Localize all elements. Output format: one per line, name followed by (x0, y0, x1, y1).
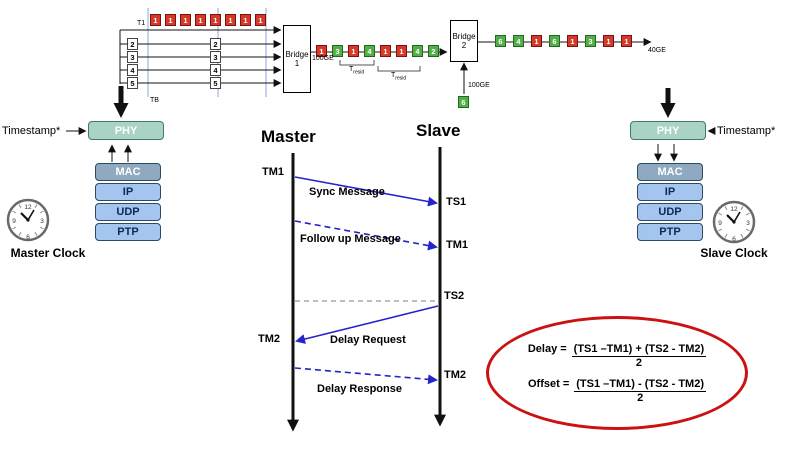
clock-numeral: 6 (732, 236, 736, 243)
layer-mac: MAC (95, 163, 161, 181)
layer-ip: IP (637, 183, 703, 201)
port-packet: 5 (127, 77, 138, 89)
master-timestamp-label: Timestamp* (2, 125, 61, 137)
delay-denominator: 2 (635, 356, 642, 369)
t1-label: T1 (137, 20, 146, 27)
packet: 3 (332, 45, 343, 57)
formula-ellipse: Delay = (TS1 –TM1) + (TS2 - TM2) 2 Offse… (486, 316, 748, 430)
layer-ptp: PTP (95, 223, 161, 241)
master-clock-icon: 12 3 6 9 (6, 198, 50, 242)
bridge-2: Bridge 2 (450, 20, 478, 62)
port6-packet: 6 (458, 96, 469, 108)
master-protocol-stack: MAC IP UDP PTP (95, 163, 161, 241)
link-speed-label-100ge-b: 100GE (468, 82, 490, 89)
followup-message-label: Follow up Message (300, 233, 401, 245)
tm1-master-timestamp: TM1 (262, 166, 284, 178)
packet: 1 (316, 45, 327, 57)
packet: 6 (495, 35, 506, 47)
packet: 1 (240, 14, 251, 26)
packet: 4 (412, 45, 423, 57)
clock-numeral: 9 (718, 220, 722, 227)
tm2-master-timestamp: TM2 (258, 333, 280, 345)
port-packet: 5 (210, 77, 221, 89)
packet: 3 (585, 35, 596, 47)
bridge-1: Bridge 1 (283, 25, 311, 93)
port-packet: 4 (127, 64, 138, 76)
packet: 2 (428, 45, 439, 57)
packet: 1 (255, 14, 266, 26)
packet: 1 (150, 14, 161, 26)
offset-fraction: (TS1 –TM1) - (TS2 - TM2) 2 (574, 378, 706, 404)
delay-formula-label: Delay = (527, 342, 567, 355)
offset-formula-label: Offset = (528, 377, 570, 390)
port-packet: 3 (210, 51, 221, 63)
packet: 1 (603, 35, 614, 47)
master-clock-caption: Master Clock (10, 246, 86, 260)
clock-numeral: 6 (26, 234, 30, 241)
packet: 1 (396, 45, 407, 57)
tm1-slave-timestamp: TM1 (446, 239, 468, 251)
delay-formula: Delay = (TS1 –TM1) + (TS2 - TM2) 2 (527, 342, 707, 369)
port-packet: 2 (210, 38, 221, 50)
slave-protocol-stack: MAC IP UDP PTP (637, 163, 703, 241)
tresid-label-2: Tresid (391, 72, 407, 82)
link-speed-label-40ge: 40GE (648, 47, 666, 54)
slave-clock-icon: 12 3 6 9 (712, 200, 756, 244)
clock-numeral: 3 (746, 220, 750, 227)
residence-time-brace-2 (377, 66, 421, 72)
clock-numeral: 12 (24, 204, 32, 211)
ts2-slave-timestamp: TS2 (444, 290, 465, 302)
master-title: Master (261, 127, 316, 146)
delay-response-label: Delay Response (317, 383, 402, 395)
port-packet: 2 (127, 38, 138, 50)
packet: 1 (621, 35, 632, 47)
delay-response-arrow (294, 367, 438, 385)
packet: 1 (180, 14, 191, 26)
packet: 4 (513, 35, 524, 47)
clock-numeral: 9 (12, 218, 16, 225)
port-packet: 4 (210, 64, 221, 76)
packet: 1 (225, 14, 236, 26)
tresid-label-1: Tresid (349, 66, 365, 76)
packet: 1 (195, 14, 206, 26)
offset-denominator: 2 (637, 391, 644, 404)
offset-formula: Offset = (TS1 –TM1) - (TS2 - TM2) 2 (528, 378, 706, 404)
packet: 1 (165, 14, 176, 26)
packet: 1 (210, 14, 221, 26)
packet: 1 (567, 35, 578, 47)
slave-title: Slave (416, 121, 461, 140)
packet: 1 (531, 35, 542, 47)
delay-fraction: (TS1 –TM1) + (TS2 - TM2) 2 (571, 342, 707, 369)
offset-numerator: (TS1 –TM1) - (TS2 - TM2) (574, 377, 706, 392)
layer-mac: MAC (637, 163, 703, 181)
port-packet: 3 (127, 51, 138, 63)
layer-udp: UDP (637, 203, 703, 221)
clock-numeral: 3 (40, 218, 44, 225)
tm2-slave-timestamp: TM2 (444, 369, 466, 381)
slave-clock-caption: Slave Clock (700, 246, 768, 260)
packet: 1 (348, 45, 359, 57)
packet: 1 (380, 45, 391, 57)
ts1-slave-timestamp: TS1 (446, 196, 467, 208)
slave-phy-box: PHY (630, 121, 706, 140)
slave-timestamp-label: Timestamp* (717, 125, 776, 137)
layer-udp: UDP (95, 203, 161, 221)
link-speed-label-100ge-a: 100GE (312, 55, 334, 62)
packet: 4 (364, 45, 375, 57)
clock-numeral: 12 (730, 206, 738, 213)
sync-message-label: Sync Message (309, 186, 385, 198)
tb-label: TB (150, 97, 159, 104)
residence-time-brace-1 (339, 60, 375, 66)
layer-ptp: PTP (637, 223, 703, 241)
packet: 6 (549, 35, 560, 47)
delay-request-label: Delay Request (330, 334, 406, 346)
layer-ip: IP (95, 183, 161, 201)
delay-numerator: (TS1 –TM1) + (TS2 - TM2) (571, 342, 707, 357)
master-phy-box: PHY (88, 121, 164, 140)
